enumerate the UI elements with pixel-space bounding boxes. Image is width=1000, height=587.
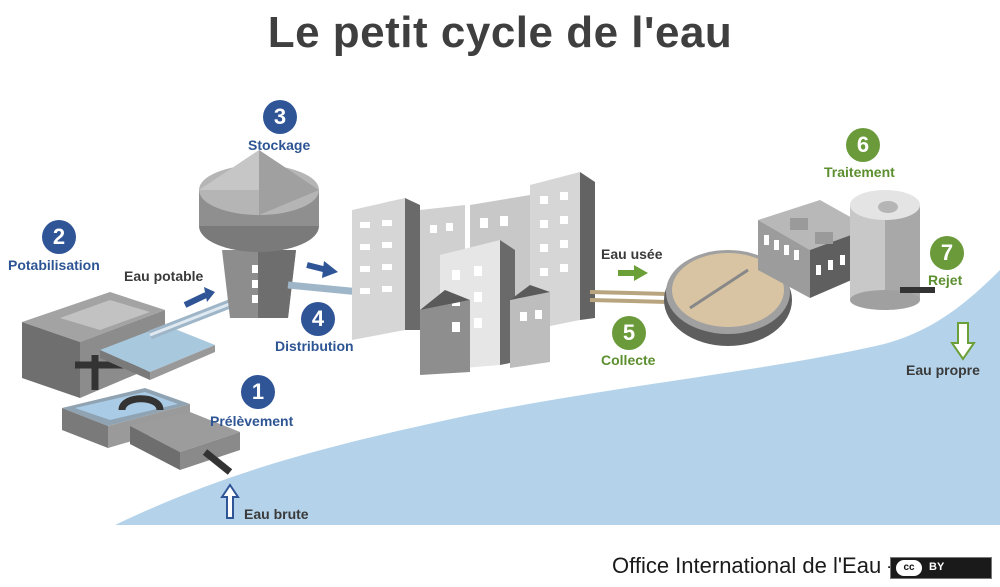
eau-usee-label: Eau usée <box>601 246 662 262</box>
step-4-label: Distribution <box>275 338 354 354</box>
step-1-badge: 1 <box>241 375 275 409</box>
pipe-collecte <box>590 292 668 302</box>
step-6-label: Traitement <box>824 164 895 180</box>
water-tower <box>199 150 319 318</box>
step-3-label: Stockage <box>248 137 310 153</box>
cc-icon: cc <box>896 560 922 576</box>
cc-by-license-badge: cc BY <box>890 557 992 579</box>
flow-arrow-distribution <box>307 261 338 278</box>
pipe-distribution <box>288 285 360 292</box>
treatment-plant <box>22 292 215 398</box>
eau-brute-label: Eau brute <box>244 506 309 522</box>
intake-basin <box>62 388 240 472</box>
step-1-label: Prélèvement <box>210 413 293 429</box>
license-text: BY <box>929 561 944 573</box>
eau-potable-label: Eau potable <box>124 268 203 284</box>
step-2-badge: 2 <box>42 220 76 254</box>
step-2-label: Potabilisation <box>8 257 100 273</box>
step-7-badge: 7 <box>930 236 964 270</box>
round-tank <box>850 190 935 310</box>
step-5-label: Collecte <box>601 352 655 368</box>
city-buildings <box>352 172 595 375</box>
step-4-badge: 4 <box>301 302 335 336</box>
step-5-badge: 5 <box>612 316 646 350</box>
flow-arrow-potable <box>185 287 215 305</box>
step-7-label: Rejet <box>928 272 962 288</box>
eau-propre-label: Eau propre <box>906 362 980 378</box>
flow-arrow-eau-usee <box>618 265 648 281</box>
step-3-badge: 3 <box>263 100 297 134</box>
credit-text: Office International de l'Eau - <box>612 553 895 579</box>
step-6-badge: 6 <box>846 128 880 162</box>
